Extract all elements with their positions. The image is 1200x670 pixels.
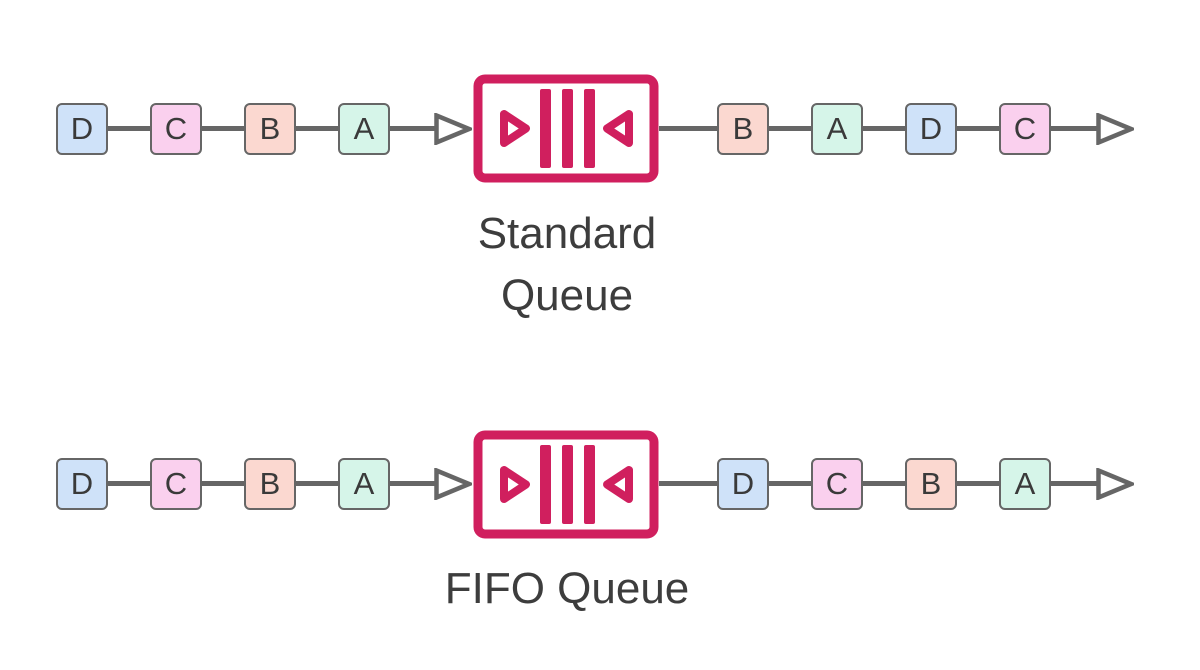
arrowhead-icon: [1096, 468, 1134, 500]
connector-line: [390, 126, 436, 131]
message-box: D: [905, 103, 957, 155]
message-box: B: [717, 103, 769, 155]
connector-line: [296, 126, 338, 131]
connector-line: [202, 126, 244, 131]
queue-type-label-line: Queue: [500, 271, 634, 321]
queue-type-label-line: Standard: [477, 209, 657, 258]
connector-line: [863, 481, 905, 486]
message-box: C: [150, 103, 202, 155]
message-box: A: [811, 103, 863, 155]
message-box: A: [338, 103, 390, 155]
connector-line: [659, 481, 717, 486]
connector-line: [390, 481, 436, 486]
message-box: B: [244, 103, 296, 155]
queue-buffer-icon: [473, 430, 659, 539]
arrowhead-icon: [1096, 113, 1134, 145]
connector-line: [108, 481, 150, 486]
message-box: D: [56, 458, 108, 510]
connector-line: [1051, 126, 1098, 131]
message-box: A: [999, 458, 1051, 510]
message-box: C: [999, 103, 1051, 155]
arrowhead-icon: [434, 468, 472, 500]
connector-line: [108, 126, 150, 131]
connector-line: [957, 126, 999, 131]
message-box: C: [150, 458, 202, 510]
connector-line: [769, 481, 811, 486]
connector-line: [1051, 481, 1098, 486]
message-box: B: [244, 458, 296, 510]
connector-line: [296, 481, 338, 486]
queue-buffer-icon: [473, 74, 659, 183]
connector-line: [957, 481, 999, 486]
message-box: A: [338, 458, 390, 510]
message-box: C: [811, 458, 863, 510]
connector-line: [863, 126, 905, 131]
queue-type-label: FIFO Queue: [407, 558, 727, 620]
message-box: D: [717, 458, 769, 510]
message-box: B: [905, 458, 957, 510]
queue-type-label: Standard Queue: [407, 203, 727, 328]
connector-line: [202, 481, 244, 486]
message-box: D: [56, 103, 108, 155]
connector-line: [659, 126, 717, 131]
connector-line: [769, 126, 811, 131]
queue-type-label-line: FIFO Queue: [444, 564, 690, 613]
arrowhead-icon: [434, 113, 472, 145]
